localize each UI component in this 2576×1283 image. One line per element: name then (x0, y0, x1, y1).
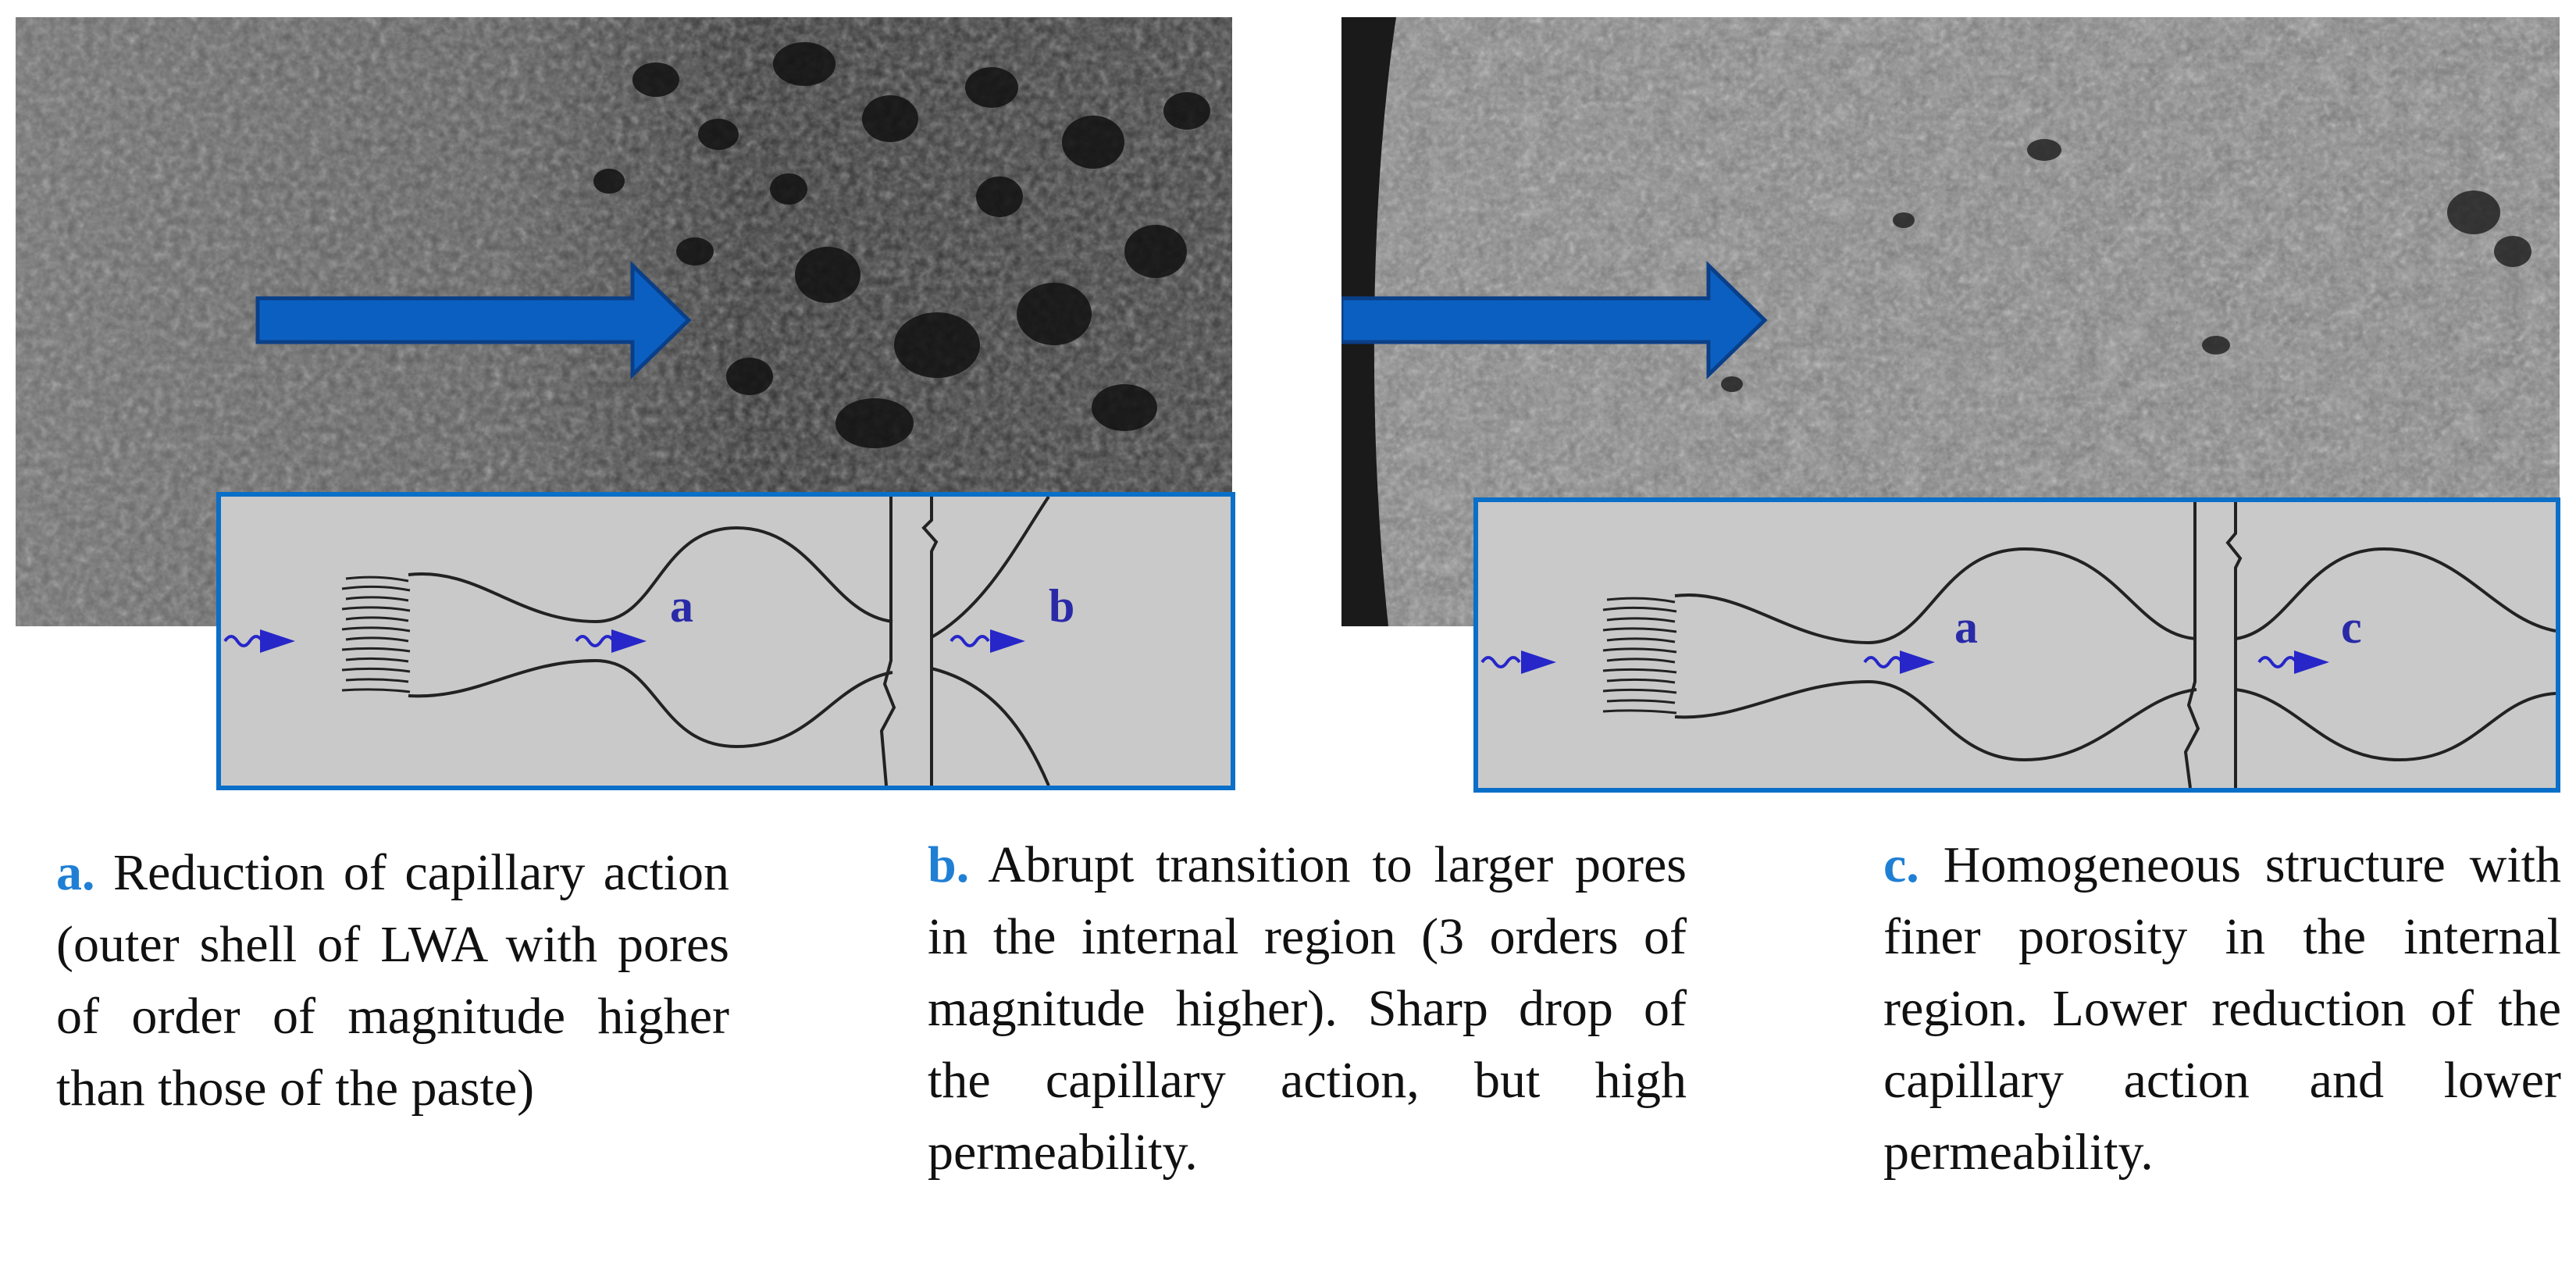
label-a: a (670, 580, 693, 632)
left-micrograph-image (16, 17, 1232, 626)
caption-a: a. Reduction of capillary action (outer … (56, 837, 729, 1124)
caption-c-text: Homogeneous structure with finer porosit… (1883, 836, 2562, 1181)
left-schematic-diagram: a b (223, 497, 1074, 786)
right-schematic-diagram: a c (1480, 502, 2556, 788)
caption-b-text: Abrupt transition to larger pores in the… (928, 836, 1687, 1181)
caption-c-key: c. (1883, 836, 1919, 893)
flow-arrow (255, 261, 692, 380)
flow-arrow (1341, 261, 1768, 380)
caption-a-text: Reduction of capillary action (outer she… (56, 844, 729, 1117)
caption-b: b. Abrupt transition to larger pores in … (928, 829, 1687, 1189)
label-a: a (1954, 601, 1978, 653)
caption-c: c. Homogeneous structure with finer poro… (1883, 829, 2561, 1189)
label-c: c (2341, 601, 2362, 653)
label-b: b (1049, 580, 1074, 632)
caption-a-key: a. (56, 844, 95, 901)
left-schematic: a b (216, 492, 1235, 790)
right-schematic: a c (1473, 497, 2560, 793)
caption-b-key: b. (928, 836, 970, 893)
left-micrograph (16, 17, 1232, 626)
